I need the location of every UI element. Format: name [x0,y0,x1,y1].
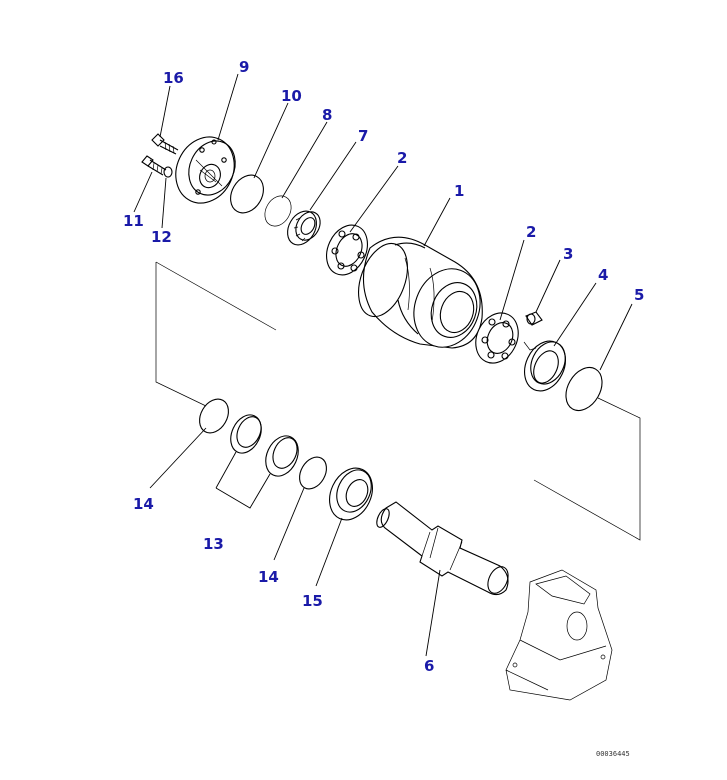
part-8-ring[interactable] [260,191,297,231]
label-14-upper: 14 [133,495,154,513]
label-1: 1 [454,182,464,200]
label-13: 13 [203,535,224,553]
label-12: 12 [151,228,172,246]
part-7-nut[interactable] [282,206,325,250]
label-11: 11 [123,212,144,230]
part-5-o-ring[interactable] [559,361,610,417]
label-16: 16 [163,69,184,87]
label-5: 5 [634,286,644,304]
part-13-seal-left[interactable] [225,410,267,458]
assembly-guide-lines [155,261,641,541]
label-3: 3 [563,245,573,263]
label-8: 8 [322,106,332,124]
label-4: 4 [598,266,608,284]
label-9: 9 [239,58,249,76]
part-4-floating-seal[interactable] [517,334,573,397]
part-1-roller[interactable] [349,236,490,357]
frame-bracket [505,569,613,701]
label-6: 6 [424,657,434,675]
part-2-bearing-left[interactable] [319,218,375,281]
part-13-seal-right[interactable] [260,431,305,482]
label-7: 7 [358,127,368,145]
part-9-cover[interactable] [165,127,244,212]
part-14-o-ring-lower[interactable] [294,452,332,493]
leader-lines [133,73,633,657]
label-14-lower: 14 [258,568,279,586]
part-14-o-ring-upper[interactable] [194,394,235,438]
part-6-shaft[interactable] [374,501,512,596]
part-2-bearing-right[interactable] [468,306,526,370]
part-16-bolt[interactable] [151,133,179,155]
label-2-lower: 2 [526,223,536,241]
callout-labels: 16 9 10 8 7 2 1 2 3 4 5 11 12 14 13 14 1… [123,58,644,675]
label-15: 15 [302,592,323,610]
label-10: 10 [281,87,302,105]
part-3-plug[interactable] [525,311,543,326]
label-2-upper: 2 [397,149,407,167]
part-11-bolt[interactable] [141,155,167,176]
part-10-o-ring[interactable] [224,169,270,219]
part-15-collar[interactable] [321,461,380,527]
part-12-washer[interactable] [163,166,173,178]
drawing-code: 00036445 [596,750,630,758]
